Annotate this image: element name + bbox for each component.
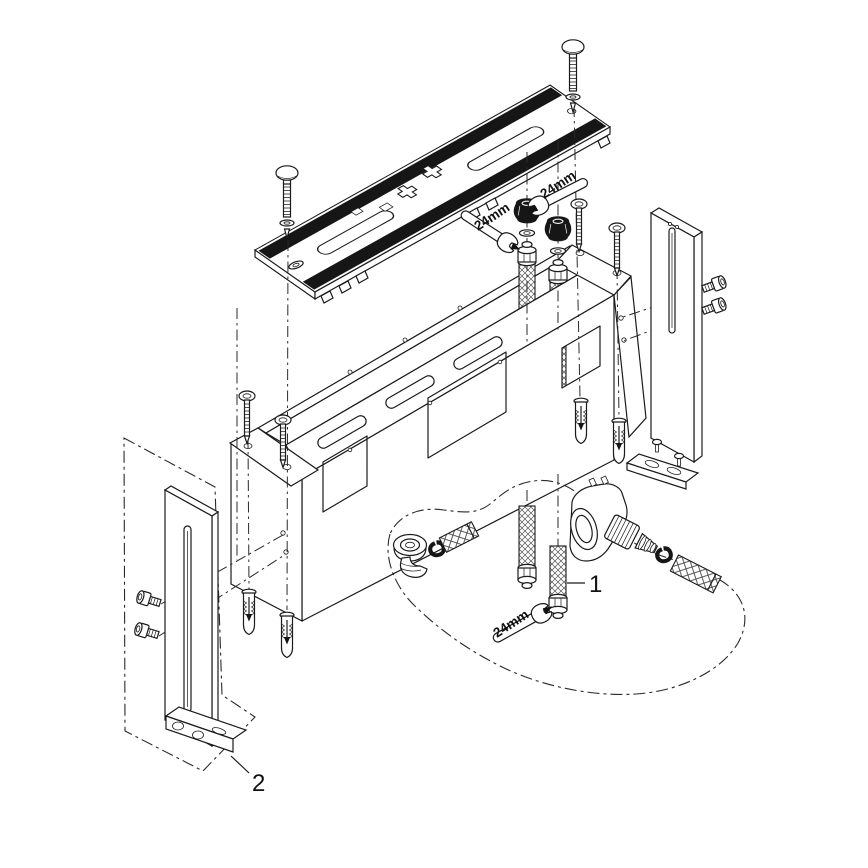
wrench-arrow-1 xyxy=(510,242,521,250)
diverter-valve-assembly xyxy=(569,475,722,594)
plate-slot-right xyxy=(467,126,545,171)
chassis-right-flange xyxy=(554,244,632,296)
top-mounting-plate xyxy=(253,84,611,304)
plate-screw-left xyxy=(275,165,299,239)
socket-bolt-right-1 xyxy=(700,274,729,296)
washer-left xyxy=(518,229,536,237)
socket-bolt-right-2 xyxy=(700,296,729,318)
wall-anchor-4 xyxy=(611,417,627,465)
wall-anchor-2 xyxy=(279,611,295,659)
plate-seal-strip-far xyxy=(258,87,563,259)
part-label-2: 2 xyxy=(252,770,265,797)
wall-anchor-3 xyxy=(573,397,589,445)
outlet-hose-a xyxy=(517,505,537,590)
leader-line-2 xyxy=(230,755,250,774)
wall-anchor-1 xyxy=(241,588,257,636)
plate-cross-cutout-1 xyxy=(396,185,418,199)
wrench-callout-3: 24mm xyxy=(488,600,555,649)
socket-bolt-left-1 xyxy=(134,589,163,610)
valve-barb-connector xyxy=(634,532,659,554)
valve-knurled-nut xyxy=(604,514,640,550)
plate-slot-left xyxy=(316,210,395,255)
wrench-arrow-2 xyxy=(529,204,539,213)
socket-bolt-left-2 xyxy=(132,621,161,642)
drain-elbow-assembly xyxy=(392,520,480,578)
valve-mesh-hose xyxy=(669,554,722,594)
outlet-hose-b xyxy=(548,545,568,620)
wrench-arrow-3 xyxy=(542,606,552,615)
union-nut-right xyxy=(544,216,572,242)
valve-opening-ring xyxy=(570,507,598,551)
chassis-inner-slots xyxy=(317,336,503,449)
chassis-front-wall xyxy=(301,294,615,622)
drain-mesh-hose xyxy=(438,520,480,554)
foot-screw-1 xyxy=(651,438,663,453)
plate-cross-cutout-2 xyxy=(421,164,443,179)
plate-seal-strip-near xyxy=(302,118,607,290)
part-callout-1: 1 xyxy=(567,571,602,598)
part-callout-2: 2 xyxy=(230,755,265,797)
wall-recess-phantom-outline xyxy=(123,437,256,772)
hose-nut-left xyxy=(517,241,537,267)
left-wall-bracket xyxy=(163,485,248,753)
foot-screw-2 xyxy=(673,452,685,467)
right-wall-bracket xyxy=(625,207,704,490)
part-label-1: 1 xyxy=(589,571,602,598)
washer-right xyxy=(549,247,567,255)
fixing-screw-3 xyxy=(570,198,588,253)
